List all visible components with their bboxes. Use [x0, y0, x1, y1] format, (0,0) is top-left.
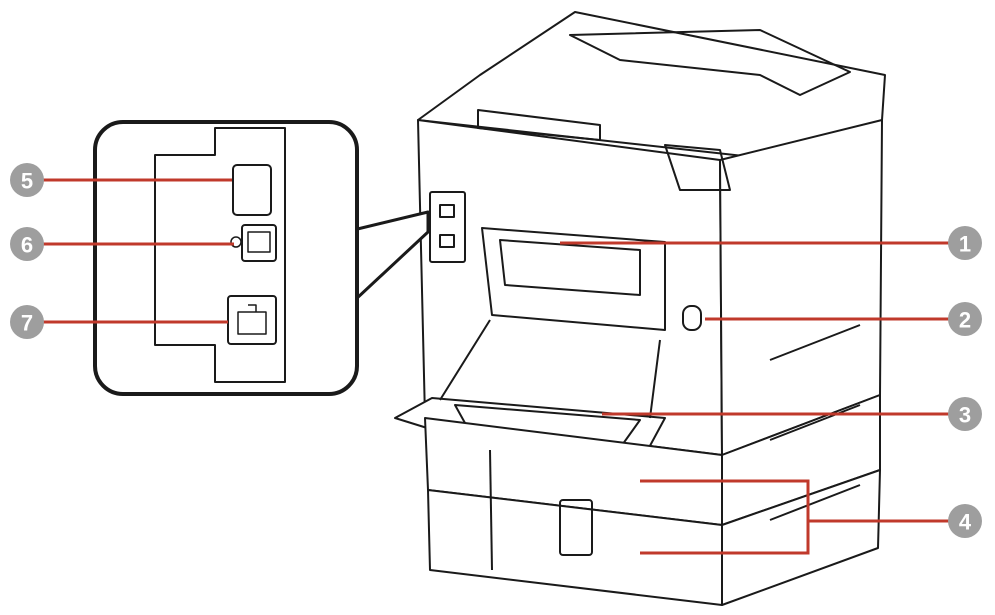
callout-badge: [948, 226, 982, 260]
callout-badge: [948, 504, 982, 538]
top-rear-hinge: [477, 109, 601, 141]
callout-number: 5: [21, 169, 33, 194]
callout-number: 2: [959, 308, 971, 333]
callout-4: 4: [948, 504, 982, 538]
callout-badge: [10, 163, 44, 197]
callout-number: 4: [959, 510, 972, 535]
callout-badge: [948, 302, 982, 336]
paper-cassette-unit-2-side: [721, 469, 881, 606]
ext-port-icon: [241, 224, 277, 262]
callout-number: 6: [21, 233, 33, 258]
leader-line-4: [640, 479, 810, 555]
inset-frame: [93, 120, 359, 396]
printer-illustration: [394, 11, 886, 606]
inset-panel-outline: [154, 127, 286, 383]
printer-port-panel: [429, 191, 466, 263]
leader-lines: [40, 178, 952, 555]
callout-2: 2: [948, 302, 982, 336]
output-tray: [569, 29, 851, 96]
top-rear-handle: [664, 144, 731, 191]
callout-5: 5: [10, 163, 44, 197]
callout-badge: [10, 305, 44, 339]
callout-number: 7: [21, 311, 33, 336]
callout-3: 3: [948, 397, 982, 431]
callout-badge: [10, 227, 44, 261]
callout-1: 1: [948, 226, 982, 260]
rear-unit-opening: [481, 227, 666, 331]
callout-badge: [948, 397, 982, 431]
callout-7: 7: [10, 305, 44, 339]
cassette-handle: [559, 499, 593, 556]
callout-number: 3: [959, 403, 971, 428]
rear-cover-latch: [682, 305, 702, 331]
paper-feed-roller: [499, 239, 641, 296]
usb-port-icon: [232, 164, 272, 216]
callout-6: 6: [10, 227, 44, 261]
lan-port-icon: [227, 295, 277, 345]
connector-inset: [93, 120, 430, 396]
callout-number: 1: [959, 232, 971, 257]
